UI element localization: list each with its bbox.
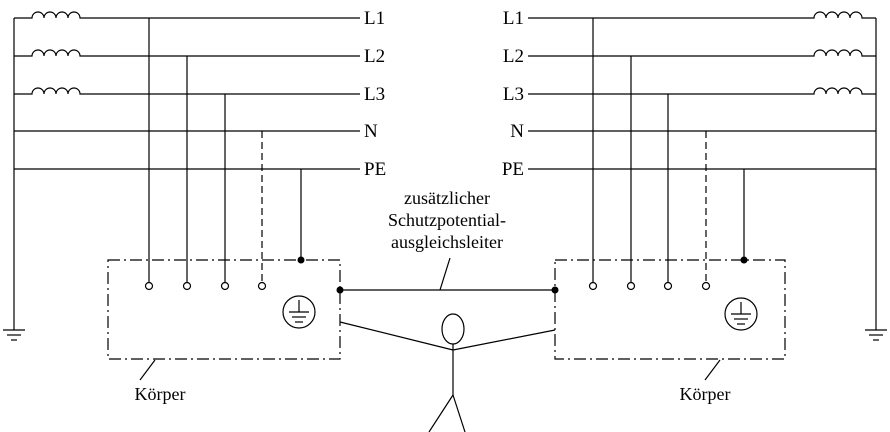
right-label-l3: L3 xyxy=(503,84,524,105)
left-body-leader xyxy=(139,359,156,381)
person-left-arm xyxy=(339,321,454,351)
right-terminal-l1 xyxy=(588,281,598,291)
right-protective-earth-icon xyxy=(724,297,758,331)
right-terminal-l2 xyxy=(626,281,636,291)
left-coil-l3 xyxy=(14,87,360,95)
right-coil-l3 xyxy=(528,87,876,95)
left-label-l1: L1 xyxy=(364,8,385,29)
left-device-body xyxy=(107,259,341,360)
left-label-l3: L3 xyxy=(364,84,385,105)
right-coil-l2 xyxy=(528,49,876,57)
left-terminal-l1 xyxy=(144,281,154,291)
left-label-l2: L2 xyxy=(364,46,385,67)
right-device-body xyxy=(554,259,786,360)
left-conductor-labels: L1 L2 L3 N PE xyxy=(364,8,386,180)
right-system xyxy=(528,11,887,381)
annotation-leader xyxy=(439,257,451,291)
person-head xyxy=(441,313,465,345)
left-protective-earth-icon xyxy=(282,295,316,329)
right-body-leader xyxy=(704,359,721,381)
person-figure xyxy=(339,313,556,432)
left-label-n: N xyxy=(364,121,378,142)
person-right-leg xyxy=(452,394,466,432)
right-coil-l1 xyxy=(528,11,876,19)
left-terminal-l2 xyxy=(182,281,192,291)
right-earth-symbol xyxy=(865,329,887,341)
annotation-line-2: Schutzpotential- xyxy=(388,210,506,230)
right-label-l2: L2 xyxy=(503,46,524,67)
annotation-line-3: ausgleichsleiter xyxy=(391,232,503,252)
left-body-label: Körper xyxy=(135,384,186,404)
left-terminal-n xyxy=(257,281,267,291)
person-right-arm xyxy=(452,329,556,351)
left-coil-l1 xyxy=(14,11,360,19)
right-label-n: N xyxy=(510,121,524,142)
right-body-label: Körper xyxy=(680,384,731,404)
right-terminal-l3 xyxy=(663,281,673,291)
right-label-pe: PE xyxy=(502,159,524,180)
left-pe-junction xyxy=(297,256,305,264)
bonding-annotation: zusätzlicher Schutzpotential- ausgleichs… xyxy=(388,188,506,252)
left-terminal-l3 xyxy=(220,281,230,291)
right-conductor-labels: L1 L2 L3 N PE xyxy=(502,8,524,180)
right-pe-junction xyxy=(740,256,748,264)
left-earth-symbol xyxy=(3,329,25,341)
left-system xyxy=(3,11,360,381)
right-terminal-n xyxy=(701,281,711,291)
left-label-pe: PE xyxy=(364,159,386,180)
left-coil-l2 xyxy=(14,49,360,57)
right-label-l1: L1 xyxy=(503,8,524,29)
person-left-leg xyxy=(428,394,454,432)
annotation-line-1: zusätzlicher xyxy=(404,188,490,208)
